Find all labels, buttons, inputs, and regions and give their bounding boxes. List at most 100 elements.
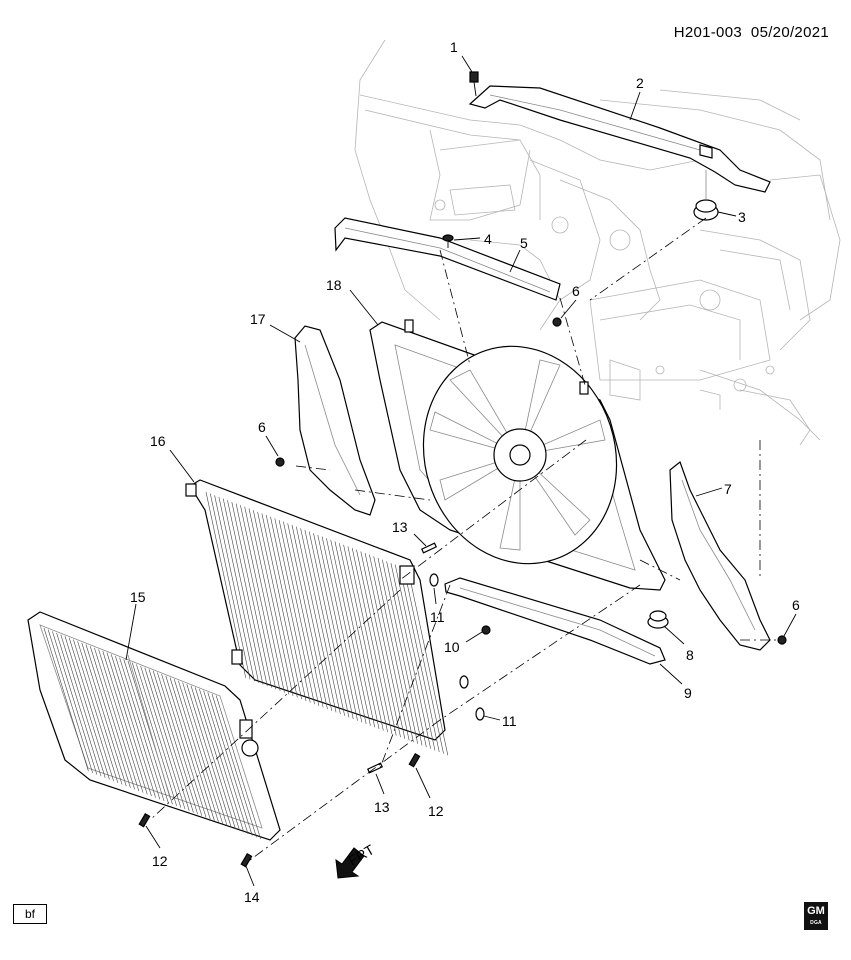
insulator-part-3 bbox=[693, 170, 719, 221]
callout-1: 1 bbox=[450, 39, 458, 55]
fin-line bbox=[377, 557, 419, 744]
callout-14: 14 bbox=[244, 889, 260, 905]
fin-line bbox=[214, 495, 255, 682]
nut-part-10 bbox=[481, 625, 491, 635]
callout-9: 9 bbox=[684, 685, 692, 701]
fin-line bbox=[261, 513, 302, 700]
fin-line bbox=[144, 667, 190, 811]
fin-line bbox=[136, 664, 182, 808]
fan-shroud-assembly-part-18 bbox=[369, 319, 666, 591]
fin-line bbox=[240, 505, 281, 692]
callout-2: 2 bbox=[636, 75, 644, 91]
stud-part-13-upper bbox=[421, 542, 437, 554]
fin-line bbox=[102, 651, 148, 795]
fin-line bbox=[235, 503, 277, 690]
push-pin-part-4 bbox=[442, 234, 454, 248]
fin-line bbox=[291, 524, 333, 711]
fin-line bbox=[317, 534, 358, 721]
callout-17: 17 bbox=[250, 311, 266, 327]
fin-line bbox=[364, 552, 406, 739]
fin-line bbox=[186, 684, 232, 828]
side-air-baffle-left-part-17 bbox=[294, 325, 376, 516]
fin-line bbox=[321, 536, 363, 723]
fin-line bbox=[205, 491, 247, 678]
fin-line bbox=[231, 501, 272, 688]
fin-line bbox=[222, 498, 264, 685]
alignment-lines bbox=[149, 217, 780, 861]
front-direction-indicator: FRT bbox=[335, 841, 378, 879]
fin-line bbox=[274, 518, 315, 705]
fin-line bbox=[278, 519, 320, 706]
fin-line bbox=[407, 569, 449, 756]
fin-line bbox=[157, 672, 203, 816]
callout-13-lower: 13 bbox=[374, 799, 390, 815]
callout-6-right: 6 bbox=[792, 597, 800, 613]
fin-line bbox=[207, 692, 253, 836]
insulator-part-11-upper bbox=[429, 573, 439, 587]
fin-line bbox=[394, 564, 436, 751]
fin-line bbox=[244, 506, 285, 693]
diagram-header: H201-003 05/20/2021 bbox=[674, 24, 829, 41]
fin-line bbox=[165, 675, 211, 820]
condenser-part-16 bbox=[185, 479, 449, 756]
callout-12-right: 12 bbox=[428, 803, 444, 819]
fin-line bbox=[182, 682, 228, 826]
callout-labels: 1 2 3 4 5 6 6 6 7 8 9 10 11 11 12 12 13 … bbox=[130, 39, 800, 905]
callout-11-lower: 11 bbox=[502, 713, 517, 729]
fin-line bbox=[211, 693, 257, 838]
callout-4: 4 bbox=[484, 231, 492, 247]
lower-air-deflector-part-9 bbox=[444, 577, 666, 665]
callout-leaders bbox=[125, 55, 797, 887]
fin-line bbox=[369, 554, 410, 741]
fin-line bbox=[218, 496, 259, 683]
fin-line bbox=[199, 688, 245, 833]
fin-line bbox=[347, 546, 388, 733]
fin-line bbox=[386, 561, 427, 748]
fin-line bbox=[308, 531, 350, 718]
fin-line bbox=[161, 674, 207, 818]
callout-18: 18 bbox=[326, 277, 342, 293]
fin-line bbox=[43, 627, 89, 772]
callout-6-upper: 6 bbox=[572, 283, 580, 299]
fin-line bbox=[60, 634, 106, 778]
callout-3: 3 bbox=[738, 209, 746, 225]
bolt-part-1 bbox=[469, 71, 479, 97]
fin-line bbox=[56, 632, 102, 777]
fin-line bbox=[77, 641, 123, 785]
fin-line bbox=[300, 528, 341, 715]
fin-line bbox=[148, 669, 194, 813]
fin-line bbox=[287, 523, 328, 710]
fin-line bbox=[123, 659, 169, 803]
callout-8: 8 bbox=[686, 647, 694, 663]
fin-line bbox=[283, 521, 324, 708]
fin-line bbox=[373, 556, 414, 743]
fin-line bbox=[210, 493, 251, 680]
gm-logo: GM DGA bbox=[804, 902, 828, 930]
diagram-code: H201-003 bbox=[673, 24, 742, 41]
fin-line bbox=[169, 677, 215, 821]
front-direction-label: FRT bbox=[346, 841, 378, 869]
fin-line bbox=[47, 629, 93, 774]
fin-line bbox=[119, 657, 165, 802]
insulator-part-11-lower bbox=[459, 675, 485, 721]
callout-7: 7 bbox=[724, 481, 732, 497]
side-air-baffle-right-part-7 bbox=[669, 461, 771, 651]
push-pin-part-6-right bbox=[777, 635, 787, 645]
fin-line bbox=[248, 508, 290, 695]
fin-line bbox=[265, 515, 307, 701]
illustrator-code-box: bf bbox=[13, 904, 47, 924]
fin-line bbox=[227, 500, 268, 687]
callout-15: 15 bbox=[130, 589, 146, 605]
fin-line bbox=[64, 636, 110, 780]
fin-line bbox=[203, 690, 249, 835]
radiator-part-15 bbox=[27, 611, 281, 841]
fin-line bbox=[52, 631, 98, 775]
fin-line bbox=[270, 516, 311, 703]
callout-13-upper: 13 bbox=[392, 519, 408, 535]
fin-line bbox=[190, 685, 236, 830]
fin-line bbox=[339, 543, 380, 730]
bolt-part-14 bbox=[240, 852, 253, 868]
fin-line bbox=[296, 526, 337, 713]
fin-line bbox=[390, 562, 431, 749]
vehicle-body-outline bbox=[354, 39, 841, 446]
